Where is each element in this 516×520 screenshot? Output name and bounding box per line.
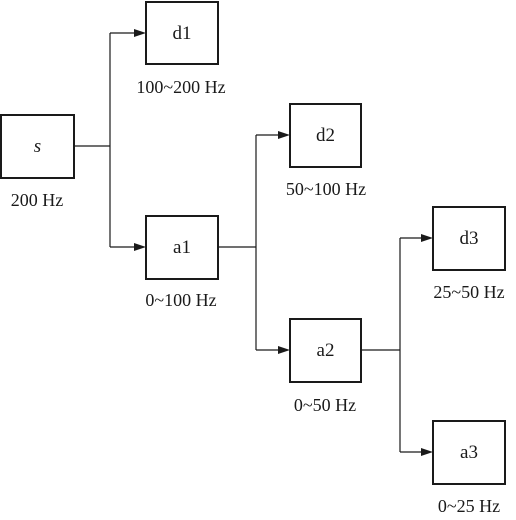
connector-a2-split: [361, 238, 401, 452]
connectors: [74, 32, 427, 453]
node-d3-box: [432, 206, 506, 271]
node-d1-box: [145, 1, 219, 65]
arrowhead-a1: [134, 243, 146, 251]
node-d1-label: d1: [173, 23, 192, 44]
connector-a1-split: [218, 135, 257, 350]
node-d1: d1 100~200 Hz: [136, 1, 226, 97]
node-a3: a3 0~25 Hz: [432, 420, 506, 516]
node-d2-label: d2: [316, 125, 335, 146]
node-s: s 200 Hz: [0, 114, 75, 210]
node-a2: a2 0~50 Hz: [289, 318, 362, 415]
node-a1-frequency: 0~100 Hz: [145, 290, 216, 310]
node-a1-label: a1: [173, 237, 191, 258]
node-a2-label: a2: [317, 340, 335, 361]
node-d3-frequency: 25~50 Hz: [433, 282, 504, 302]
node-a1-box: [145, 215, 219, 280]
node-s-box: [0, 114, 75, 179]
node-a2-frequency: 0~50 Hz: [294, 395, 356, 415]
node-d2: d2 50~100 Hz: [286, 103, 366, 199]
node-a3-frequency: 0~25 Hz: [438, 496, 500, 516]
arrowhead-d1: [134, 29, 146, 37]
arrowhead-d2: [278, 131, 290, 139]
node-a3-box: [432, 420, 506, 485]
node-d1-frequency: 100~200 Hz: [136, 77, 225, 97]
node-a2-box: [289, 318, 362, 383]
node-d2-frequency: 50~100 Hz: [286, 179, 366, 199]
node-a1: a1 0~100 Hz: [145, 215, 219, 310]
arrowhead-d3: [421, 234, 433, 242]
node-d2-box: [289, 103, 362, 168]
node-a3-label: a3: [460, 442, 478, 463]
connector-s-split: [74, 33, 111, 247]
arrowheads: [134, 29, 433, 456]
node-s-frequency: 200 Hz: [11, 190, 64, 210]
node-d3: d3 25~50 Hz: [432, 206, 506, 302]
arrowhead-a3: [421, 448, 433, 456]
node-s-label: s: [34, 136, 41, 157]
node-d3-label: d3: [460, 228, 479, 249]
arrowhead-a2: [278, 346, 290, 354]
